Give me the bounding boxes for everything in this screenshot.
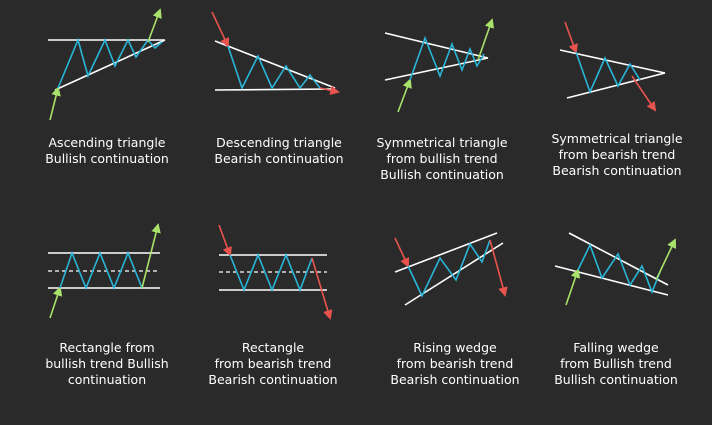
caption-line: Rectangle	[241, 340, 305, 355]
caption-line: Ascending triangle	[48, 135, 166, 150]
breakout-arrow	[489, 239, 508, 297]
trend-in-arrow	[49, 286, 63, 319]
price-path	[409, 35, 485, 81]
caption-line: from bullish trend	[386, 151, 498, 166]
trend-in-arrow	[394, 237, 410, 268]
breakout-arrow	[147, 8, 162, 43]
trend-in-arrow	[564, 21, 578, 54]
caption-line: Symmetrical triangle	[376, 135, 508, 150]
caption-line: continuation	[67, 372, 147, 387]
support-line	[214, 88, 336, 91]
caption-line: from bearish trend	[396, 356, 514, 371]
upper-line	[559, 49, 666, 74]
caption-falling-wedge: Falling wedge from Bullish trend Bullish…	[531, 340, 701, 388]
pattern-rising-wedge	[394, 232, 508, 306]
caption-line: Symmetrical triangle	[551, 131, 683, 146]
breakout-arrow	[655, 238, 677, 281]
caption-line: Bullish continuation	[380, 167, 504, 182]
caption-line: bullish trend Bullish	[45, 356, 169, 371]
caption-line: Rectangle from	[59, 340, 155, 355]
breakout-arrow	[477, 18, 494, 61]
caption-line: from bearish trend	[558, 147, 676, 162]
caption-line: from Bullish trend	[560, 356, 672, 371]
caption-symmetrical-triangle-bullish: Symmetrical triangle from bullish trend …	[357, 135, 527, 183]
caption-rectangle-bullish: Rectangle from bullish trend Bullish con…	[22, 340, 192, 388]
price-path	[57, 37, 163, 89]
trend-in-arrow	[211, 11, 230, 48]
caption-line: Bearish continuation	[214, 151, 344, 166]
caption-rectangle-bearish: Rectangle from bearish trend Bearish con…	[188, 340, 358, 388]
caption-rising-wedge: Rising wedge from bearish trend Bearish …	[370, 340, 540, 388]
caption-line: Rising wedge	[413, 340, 497, 355]
caption-line: Bullish continuation	[554, 372, 678, 387]
upper-line	[568, 232, 669, 286]
caption-line: from bearish trend	[214, 356, 332, 371]
breakout-arrow	[311, 257, 333, 320]
pattern-symmetrical-triangle-bullish	[384, 18, 494, 113]
breakout-arrow	[141, 223, 161, 289]
caption-line: Descending triangle	[216, 135, 342, 150]
pattern-rectangle-bullish	[48, 223, 161, 319]
breakout-arrow	[319, 85, 340, 96]
lower-line	[404, 242, 504, 306]
support-line	[54, 39, 166, 91]
upper-line	[384, 32, 489, 59]
caption-line: Bearish continuation	[552, 163, 682, 178]
pattern-symmetrical-triangle-bearish	[559, 21, 666, 112]
caption-line: Bearish continuation	[208, 372, 338, 387]
pattern-descending-triangle	[211, 11, 340, 96]
price-path	[227, 45, 321, 91]
trend-in-arrow	[218, 224, 232, 257]
price-path	[575, 51, 641, 95]
caption-descending-triangle: Descending triangle Bearish continuation	[194, 135, 364, 167]
breakout-arrow	[631, 75, 657, 112]
breakout-in-arrow	[49, 86, 61, 121]
pattern-rectangle-bearish	[218, 224, 333, 320]
price-path	[577, 242, 661, 295]
pattern-falling-wedge	[554, 232, 677, 306]
caption-line: Falling wedge	[573, 340, 659, 355]
lower-line	[566, 72, 666, 99]
price-path	[229, 252, 313, 293]
upper-line	[394, 232, 498, 273]
price-path	[407, 239, 491, 298]
resistance-line	[214, 40, 336, 89]
trend-in-arrow	[565, 268, 581, 306]
caption-line: Bullish continuation	[45, 151, 169, 166]
caption-ascending-triangle: Ascending triangle Bullish continuation	[22, 135, 192, 167]
caption-symmetrical-triangle-bearish: Symmetrical triangle from bearish trend …	[532, 131, 702, 179]
pattern-ascending-triangle	[48, 8, 166, 121]
price-path	[59, 250, 143, 291]
trend-in-arrow	[397, 78, 412, 113]
caption-line: Bearish continuation	[390, 372, 520, 387]
